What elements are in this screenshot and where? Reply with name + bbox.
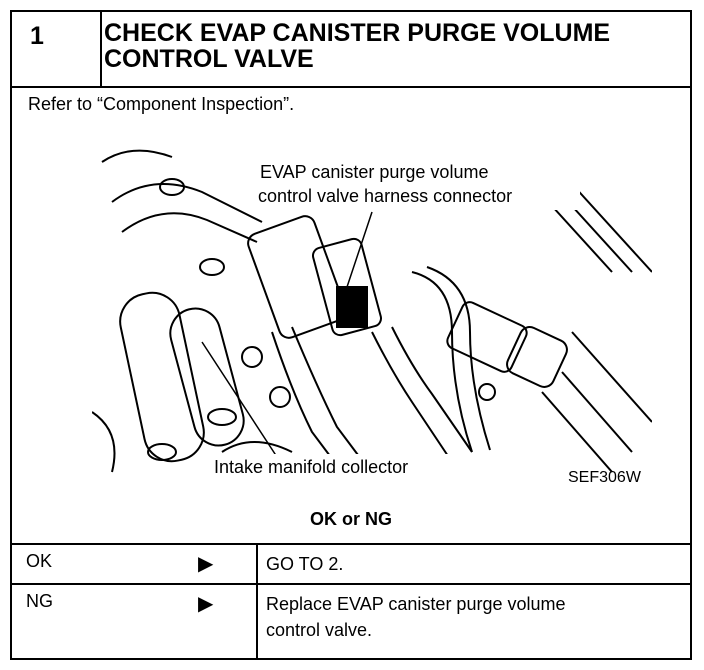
result-action: GO TO 2.	[266, 551, 666, 577]
step-title-line2: CONTROL VALVE	[104, 45, 314, 73]
result-label: NG	[26, 591, 53, 611]
column-divider	[256, 585, 258, 660]
result-row-ok: OK ▶ GO TO 2.	[12, 543, 690, 585]
result-action-line2: control valve.	[266, 620, 373, 640]
step-box: 1 CHECK EVAP CANISTER PURGE VOLUME CONTR…	[10, 10, 692, 660]
result-action-line1: Replace EVAP canister purge volume	[266, 594, 566, 614]
arrow-right-icon: ▶	[198, 593, 214, 615]
result-action: Replace EVAP canister purge volume contr…	[266, 591, 666, 643]
step-title: CHECK EVAP CANISTER PURGE VOLUME CONTROL…	[104, 20, 684, 72]
column-divider	[256, 545, 258, 585]
step-title-line1: CHECK EVAP CANISTER PURGE VOLUME	[104, 19, 611, 47]
engine-illustration: EVAP canister purge volume control valve…	[92, 149, 652, 478]
step-header: 1 CHECK EVAP CANISTER PURGE VOLUME CONTR…	[12, 12, 690, 88]
result-label: OK	[26, 551, 53, 571]
callout-harness-connector-line1: EVAP canister purge volume	[260, 162, 488, 182]
result-header: OK or NG	[309, 509, 392, 529]
callout-harness-connector-line2: control valve harness connector	[258, 186, 512, 206]
arrow-right-icon: ▶	[198, 553, 214, 575]
callout-intake-manifold: Intake manifold collector	[214, 457, 408, 477]
result-action-line1: GO TO 2.	[266, 554, 344, 574]
figure-code: SEF306W	[568, 469, 641, 486]
result-row-ng: NG ▶ Replace EVAP canister purge volume …	[12, 583, 690, 660]
refer-text: Refer to “Component Inspection”.	[28, 94, 295, 114]
step-number: 1	[12, 12, 102, 86]
